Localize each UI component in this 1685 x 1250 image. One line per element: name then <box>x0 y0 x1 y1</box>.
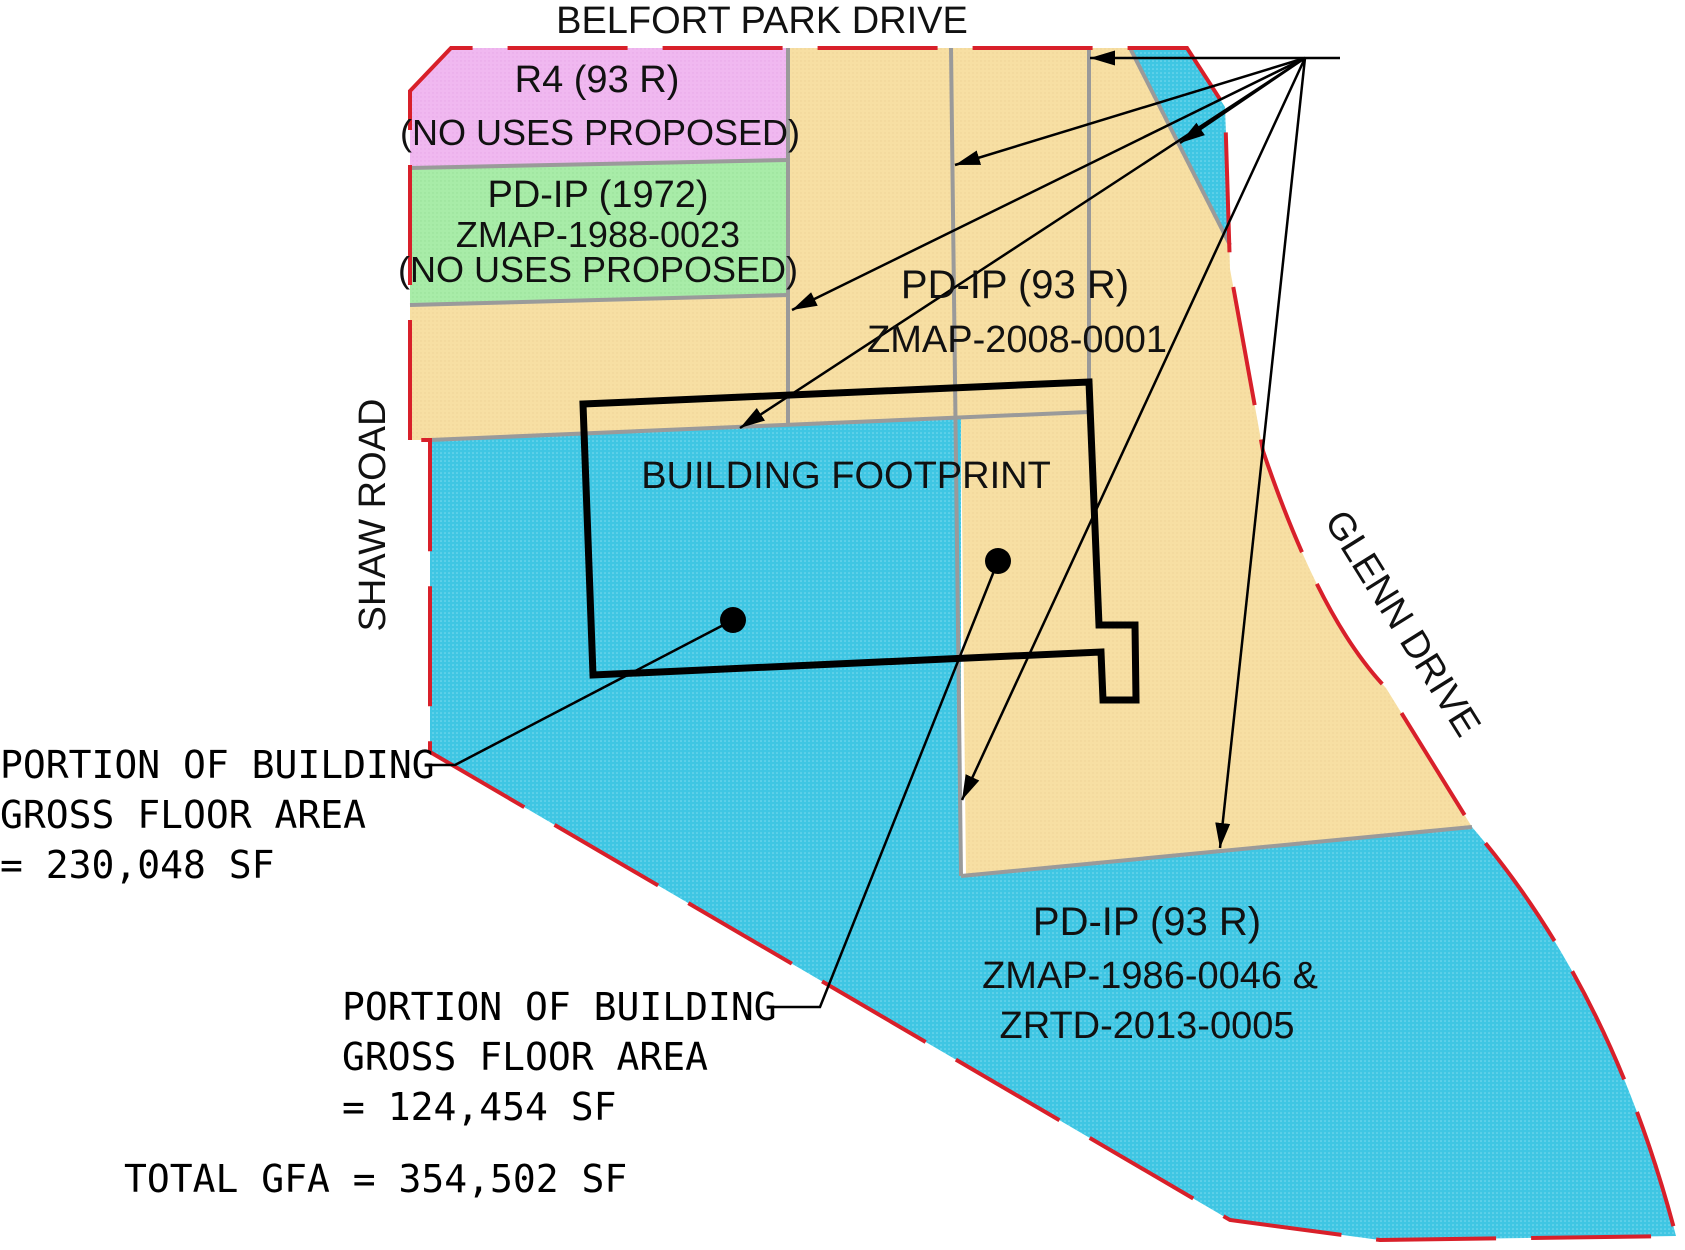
building-footprint <box>579 378 1140 704</box>
east-gfa-line2: GROSS FLOOR AREA <box>342 1035 708 1079</box>
zone-pdip-2008-line2: ZMAP-2008-0001 <box>867 319 1167 361</box>
west-gfa-line2: GROSS FLOOR AREA <box>0 793 366 837</box>
zone-dividers <box>409 47 1473 878</box>
road-label-west: SHAW ROAD <box>352 399 394 632</box>
west-gfa-line1: PORTION OF BUILDING <box>0 743 435 787</box>
zone-pdip-1972-line2: ZMAP-1988-0023 <box>456 214 740 255</box>
zone-pdip-1986-line2: ZMAP-1986-0046 & <box>982 955 1318 997</box>
zone-r4-line1: R4 (93 R) <box>515 59 680 101</box>
property-boundary <box>408 46 1679 1243</box>
zone-r4 <box>410 48 788 168</box>
building-footprint-label: BUILDING FOOTPRINT <box>641 455 1051 497</box>
total-gfa: TOTAL GFA = 354,502 SF <box>124 1157 627 1201</box>
zone-pdip-1986-line3: ZRTD-2013-0005 <box>999 1005 1294 1047</box>
zone-pdip-2008 <box>410 48 1472 876</box>
east-gfa-line1: PORTION OF BUILDING <box>342 985 777 1029</box>
zone-pdip-2008-line1: PD-IP (93 R) <box>901 263 1129 307</box>
zone-pdip-1986-line1: PD-IP (93 R) <box>1033 900 1261 944</box>
zone-pdip-1972-line3: (NO USES PROPOSED) <box>398 249 798 290</box>
zone-leader-arrows <box>739 50 1340 849</box>
east-gfa-line3: = 124,454 SF <box>342 1085 617 1129</box>
zone-pdip-1972-line1: PD-IP (1972) <box>487 174 708 216</box>
road-label-north: BELFORT PARK DRIVE <box>556 0 968 42</box>
gfa-leaders <box>428 548 1011 1009</box>
zone-pdip-1972 <box>410 160 788 305</box>
zone-r4-line2: (NO USES PROPOSED) <box>400 112 800 153</box>
west-gfa-line3: = 230,048 SF <box>0 843 275 887</box>
